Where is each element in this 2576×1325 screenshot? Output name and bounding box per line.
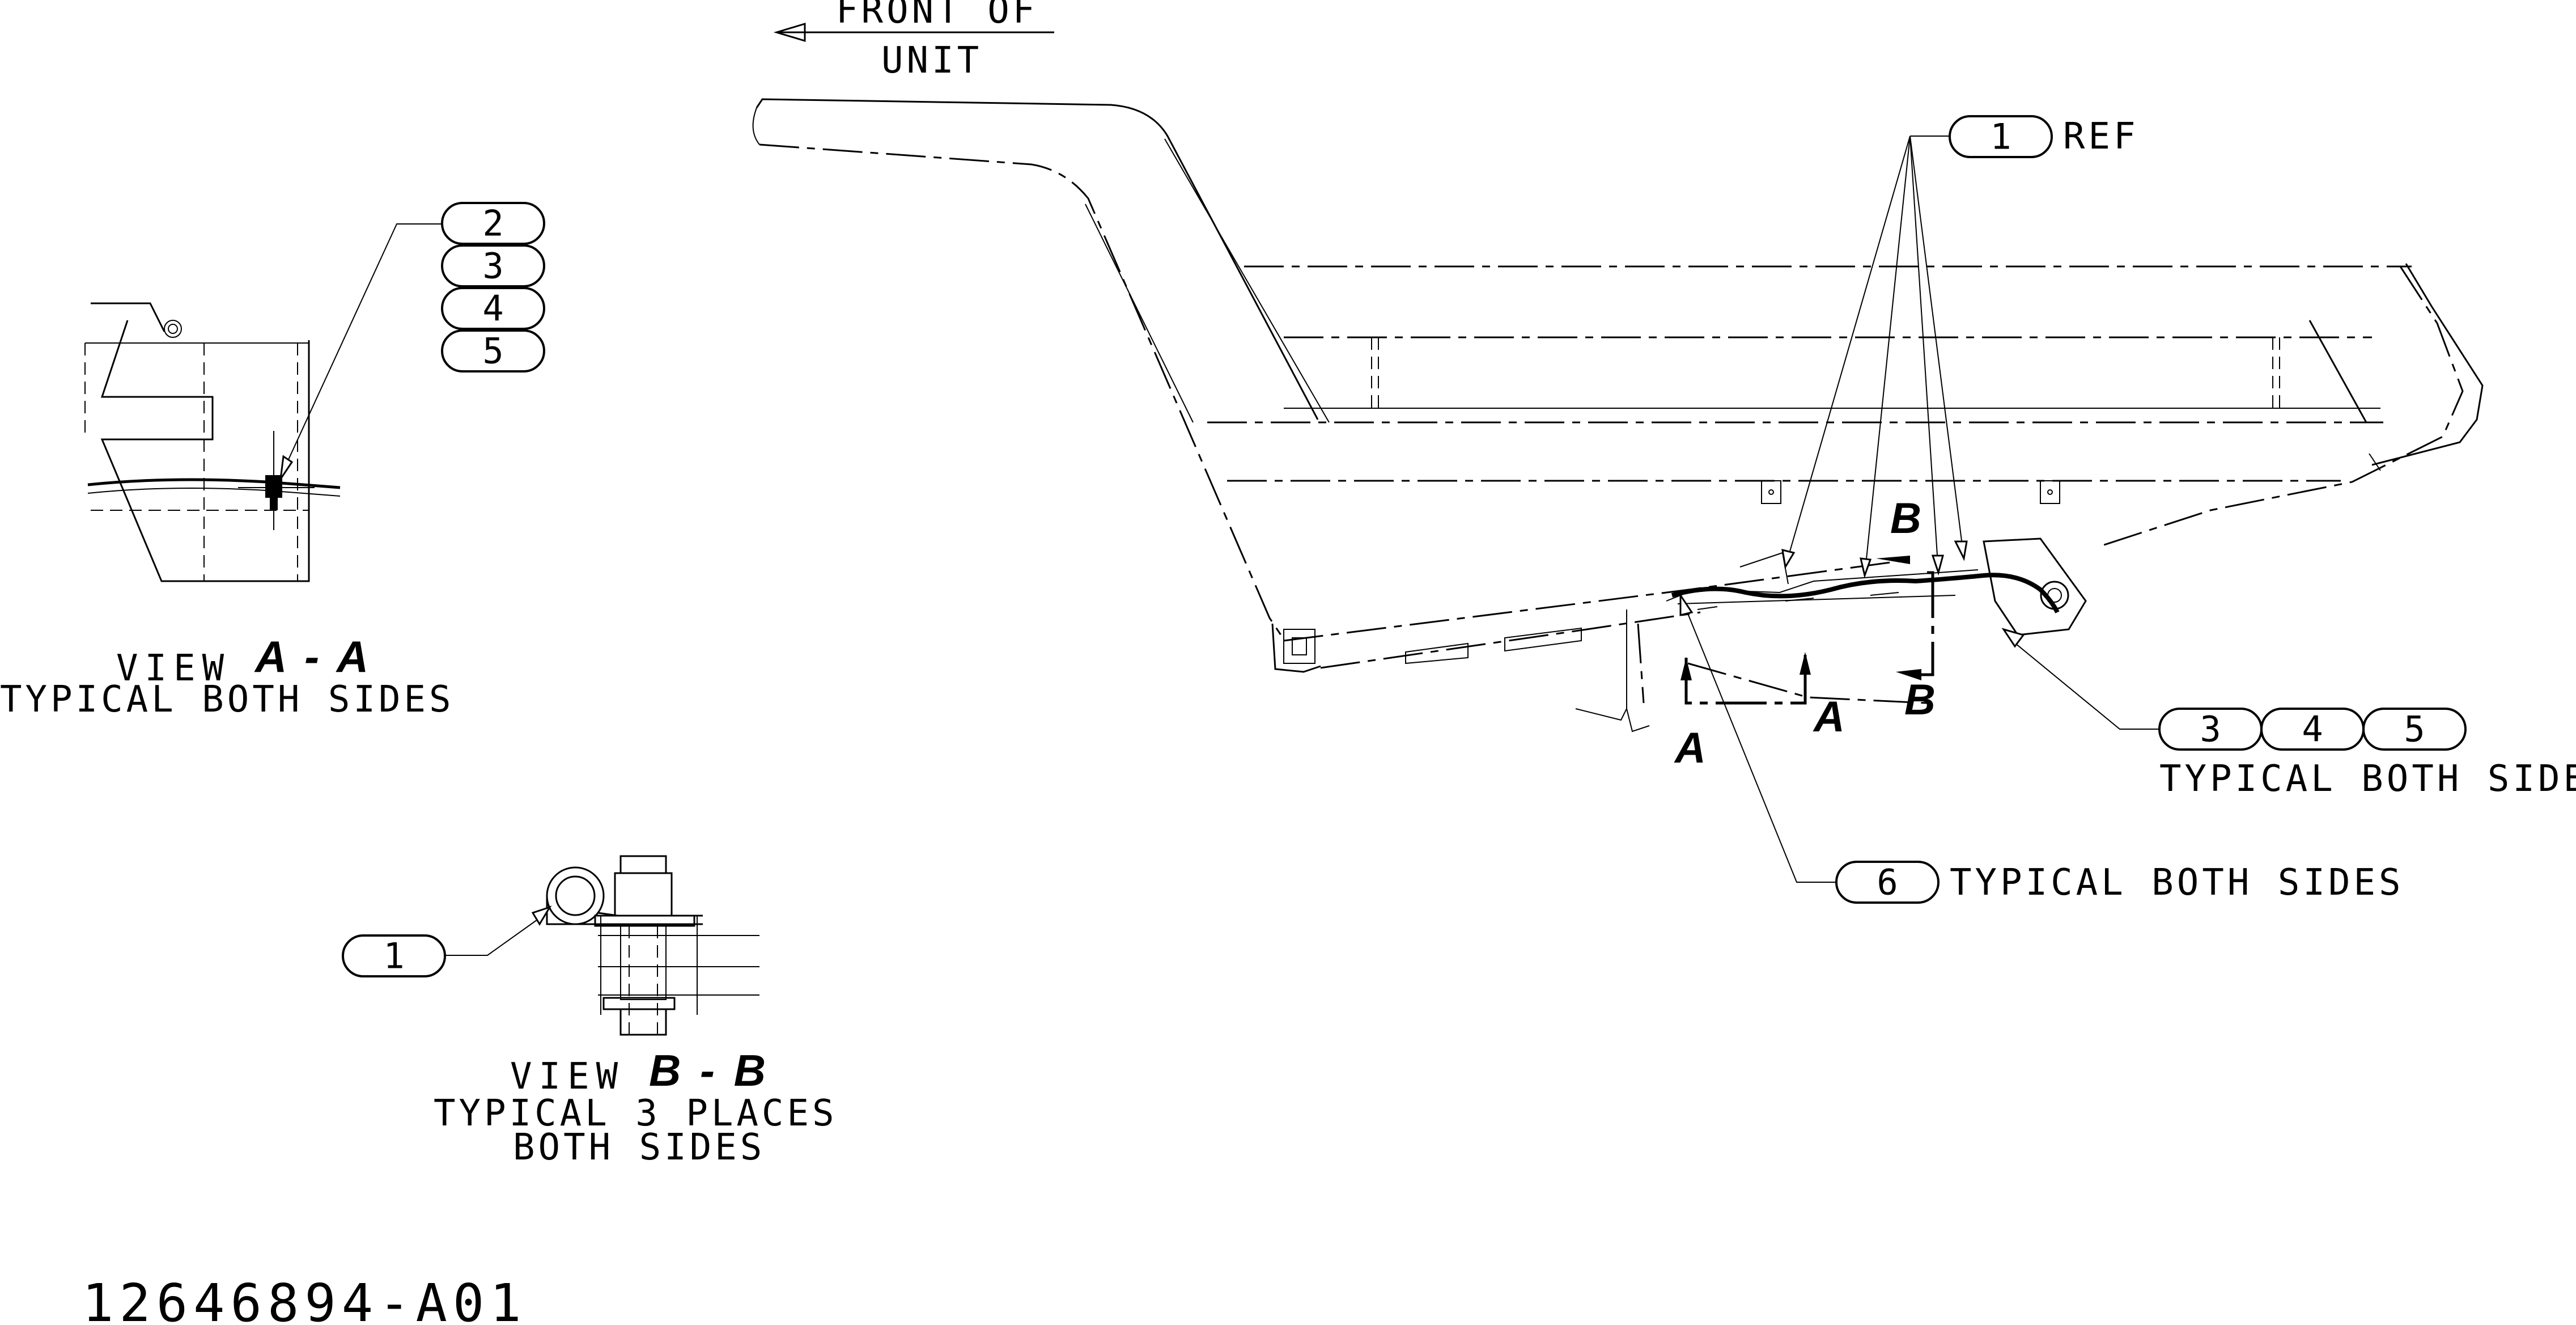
callout-1-ref-label: REF (2063, 116, 2139, 158)
callout-6: 6 TYPICAL BOTH SIDES (1679, 592, 2404, 904)
front-of-unit-indicator: FRONT OF UNIT (773, 0, 1054, 82)
view-aa-callout-2: 2 (482, 203, 503, 244)
callout-6-note: TYPICAL BOTH SIDES (1950, 862, 2404, 904)
section-marker-b-bottom: B (1904, 676, 1936, 724)
view-aa-callout-3: 3 (482, 245, 503, 287)
drawing-number: 12646894-A01 (82, 1273, 527, 1325)
view-aa-callout-4: 4 (482, 288, 503, 329)
section-marker-b-top: B (1890, 494, 1921, 543)
callout-345-number-5: 5 (2404, 709, 2425, 750)
view-bb-subtitle-line2: BOTH SIDES (513, 1127, 765, 1169)
view-aa-title-prefix: VIEW (116, 647, 231, 689)
callout-345-number-3: 3 (2200, 709, 2221, 750)
view-bb-subtitle-line1: TYPICAL 3 PLACES (434, 1093, 838, 1134)
main-section-markers: A A B B (1674, 494, 1936, 772)
callout-6-number: 6 (1877, 862, 1898, 903)
view-aa-detail: VIEW A - A TYPICAL BOTH SIDES (0, 223, 455, 721)
main-frame-view (752, 98, 2484, 733)
section-marker-a-left: A (1674, 724, 1706, 772)
view-bb-title-section: B - B (649, 1045, 769, 1095)
view-aa-callouts: 2 3 4 5 (441, 202, 545, 372)
section-marker-a-right: A (1813, 693, 1845, 741)
view-bb-title-prefix: VIEW (510, 1056, 625, 1098)
front-of-unit-label-line2: UNIT (881, 40, 982, 82)
view-bb-detail: 1 VIEW B - B TYPICAL 3 PLACES BOTH SIDES (342, 855, 838, 1169)
callout-1-ref: 1 REF (1781, 115, 2139, 579)
callout-1-number: 1 (1990, 116, 2011, 158)
callout-345-note: TYPICAL BOTH SIDES (2159, 758, 2576, 800)
view-bb-callout-1: 1 (383, 935, 404, 977)
callout-345-number-4: 4 (2302, 709, 2323, 750)
front-of-unit-label-line1: FRONT OF (836, 0, 1038, 32)
view-aa-subtitle: TYPICAL BOTH SIDES (0, 679, 455, 721)
view-aa-callout-5: 5 (482, 331, 503, 372)
callout-345: 3 4 5 TYPICAL BOTH SIDES (2001, 628, 2576, 800)
view-aa-title-section: A - A (254, 632, 372, 681)
